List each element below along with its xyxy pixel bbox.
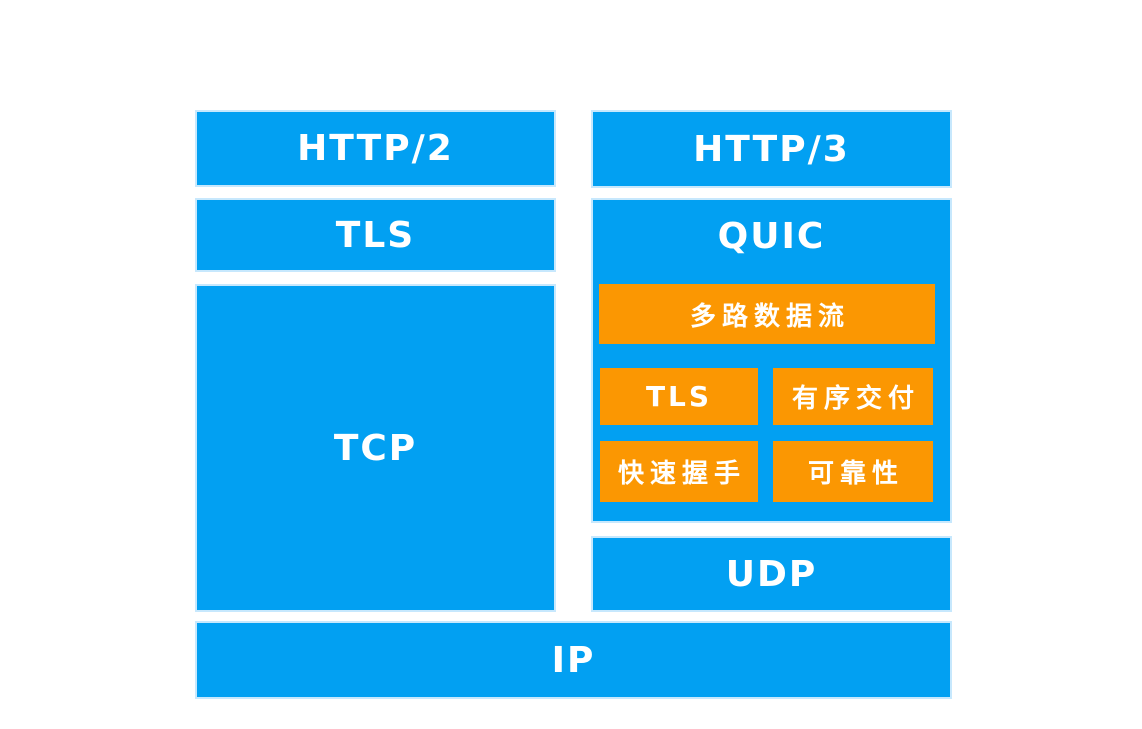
ip-label: IP [551, 639, 596, 681]
quic-label: QUIC [717, 215, 826, 257]
tls-box: TLS [197, 200, 554, 270]
quic-feature-multiplexed-streams: 多路数据流 [599, 284, 935, 344]
udp-label: UDP [725, 553, 818, 595]
tcp-label: TCP [333, 427, 418, 469]
quic-box: QUIC 多路数据流 TLS 有序交付 快速握手 可靠性 [593, 200, 950, 521]
http3-label: HTTP/3 [693, 128, 850, 170]
quic-feature-fast-handshake: 快速握手 [600, 441, 758, 502]
quic-label-row: QUIC [593, 206, 950, 266]
quic-feature-tls: TLS [600, 368, 758, 425]
http2-box: HTTP/2 [197, 112, 554, 185]
tcp-box: TCP [197, 286, 554, 610]
tls-label: TLS [335, 214, 416, 256]
quic-feature-ordered-delivery: 有序交付 [773, 368, 933, 425]
quic-feature-reliability: 可靠性 [773, 441, 933, 502]
quic-tls-label: TLS [645, 380, 713, 413]
ip-box: IP [197, 623, 950, 697]
fast-handshake-label: 快速握手 [617, 459, 746, 489]
reliability-label: 可靠性 [807, 459, 904, 489]
http2-label: HTTP/2 [297, 128, 454, 169]
http3-box: HTTP/3 [593, 112, 950, 186]
ordered-delivery-label: 有序交付 [791, 384, 920, 414]
multiplexed-streams-label: 多路数据流 [689, 301, 850, 332]
udp-box: UDP [593, 538, 950, 610]
